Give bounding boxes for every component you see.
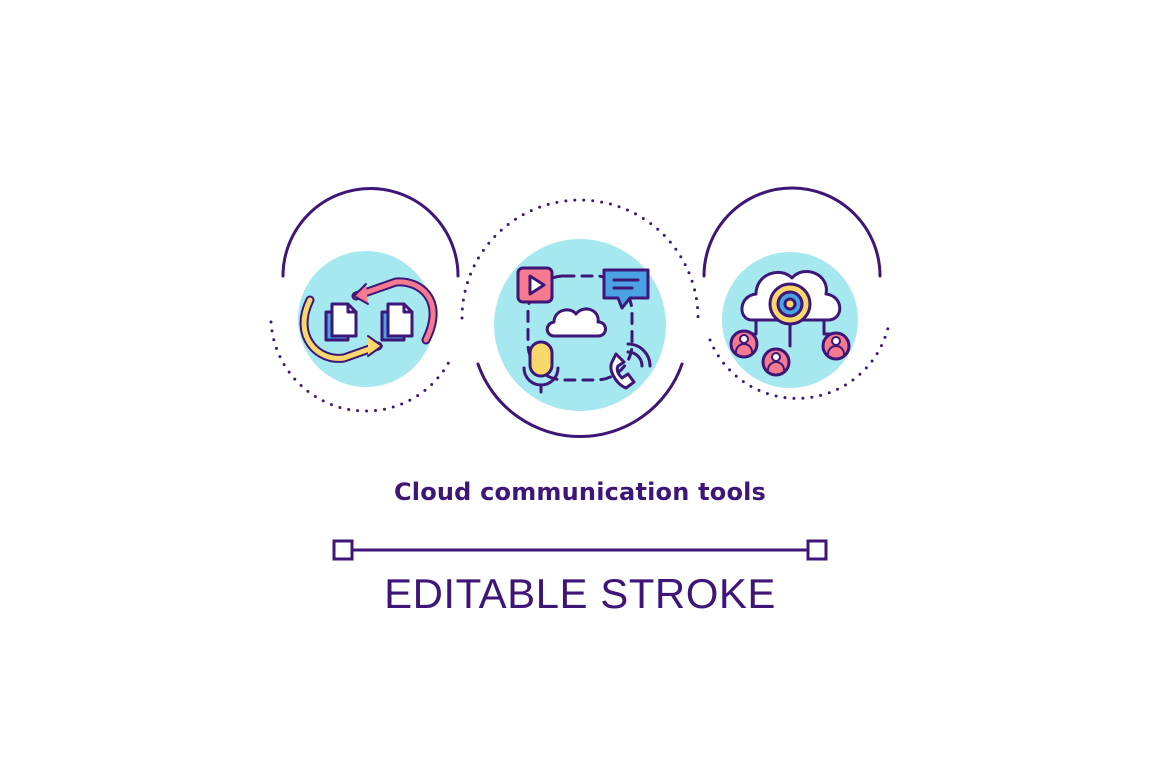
cloud-communication-icon: [460, 198, 700, 438]
stroke-handle-right: [806, 539, 828, 561]
illustration-title: Cloud communication tools: [393, 478, 767, 506]
cloud-network-icon: [702, 186, 890, 400]
file-sync-icon: [269, 187, 460, 413]
editable-stroke-line: [332, 539, 828, 561]
stroke-handle-left: [332, 539, 354, 561]
editable-stroke-label: EDITABLE STROKE: [384, 570, 776, 617]
